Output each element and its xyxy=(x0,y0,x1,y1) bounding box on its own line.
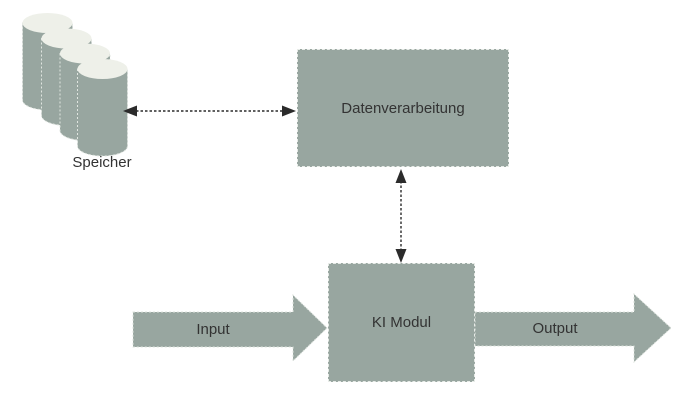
node-ki-modul-label: KI Modul xyxy=(371,314,432,331)
input-arrow-shape xyxy=(132,293,328,363)
input-arrow-label: Input xyxy=(196,321,230,338)
speicher-datenverarbeitung-connector xyxy=(123,105,296,117)
node-datenverarbeitung-label: Datenverarbeitung xyxy=(341,99,465,117)
output-arrow-shape xyxy=(474,292,672,364)
node-ki-modul: KI Modul xyxy=(328,263,475,382)
speicher-label: Speicher xyxy=(72,154,132,171)
datenverarbeitung-kimodul-connector xyxy=(395,169,407,263)
database-cylinders-icon xyxy=(22,13,128,157)
output-arrow-label: Output xyxy=(532,320,578,337)
node-datenverarbeitung: Datenverarbeitung xyxy=(297,49,509,167)
